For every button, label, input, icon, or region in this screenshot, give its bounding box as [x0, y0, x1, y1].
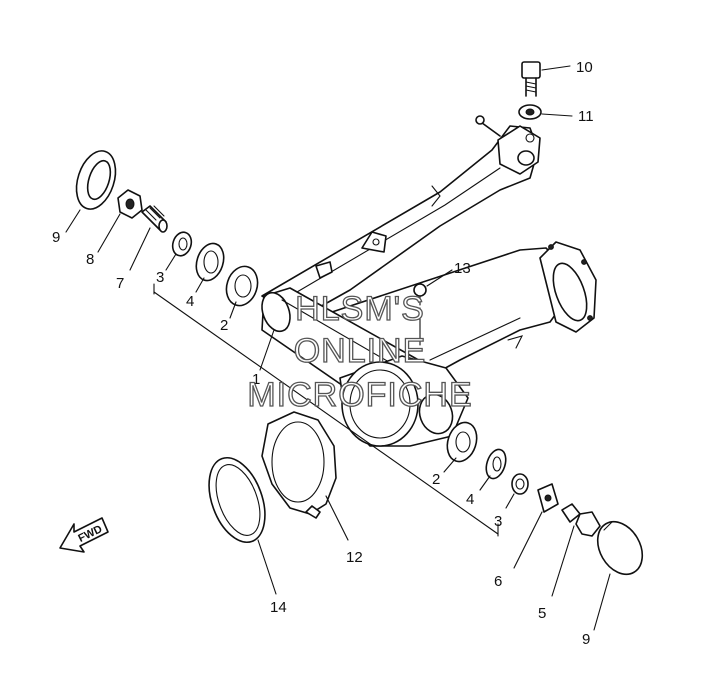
grease-nipple-13	[413, 283, 427, 346]
callout-3-left: 3	[156, 269, 164, 286]
shaft-7	[141, 205, 168, 233]
cover-12	[261, 411, 337, 519]
callout-11: 11	[578, 108, 594, 125]
fwd-arrow: FWD	[59, 517, 109, 553]
washer-11	[518, 104, 542, 120]
bracket-line	[153, 291, 499, 535]
callout-5: 5	[538, 605, 546, 622]
callout-2-right: 2	[432, 471, 440, 488]
callout-7: 7	[116, 275, 124, 292]
collar-3-left	[171, 231, 193, 257]
seal-14	[208, 456, 266, 544]
callout-1: 1	[252, 371, 260, 388]
watermark-line-1: HLSM'S	[295, 290, 425, 328]
bolt-5	[561, 503, 601, 537]
seal-4-right	[485, 448, 507, 480]
callout-10: 10	[576, 59, 593, 76]
plate-6	[537, 483, 559, 513]
callout-2-left: 2	[220, 317, 228, 334]
callout-4-right: 4	[466, 491, 474, 508]
callout-8: 8	[86, 251, 94, 268]
callout-12: 12	[346, 549, 363, 566]
bolt-10	[521, 61, 541, 97]
swingarm	[261, 115, 597, 447]
callout-9-bottom: 9	[582, 631, 590, 648]
callout-13: 13	[454, 260, 471, 277]
cap-9-left	[75, 150, 117, 210]
watermark-line-3: MICROFICHE	[247, 376, 472, 414]
collar-3-right	[511, 473, 529, 495]
bearing-2-left	[225, 265, 259, 307]
callout-4-left: 4	[186, 293, 194, 310]
callout-3-right: 3	[494, 513, 502, 530]
bearing-2-right	[446, 421, 478, 463]
bearing-4-left	[195, 242, 225, 282]
nut-8	[117, 189, 143, 219]
callout-6: 6	[494, 573, 502, 590]
watermark-line-2: ONLINE	[294, 332, 427, 370]
watermark: HLSM'S ONLINE MICROFICHE	[247, 289, 473, 414]
callout-9-top: 9	[52, 229, 60, 246]
cap-9-right	[596, 520, 644, 576]
callout-14: 14	[270, 599, 287, 616]
